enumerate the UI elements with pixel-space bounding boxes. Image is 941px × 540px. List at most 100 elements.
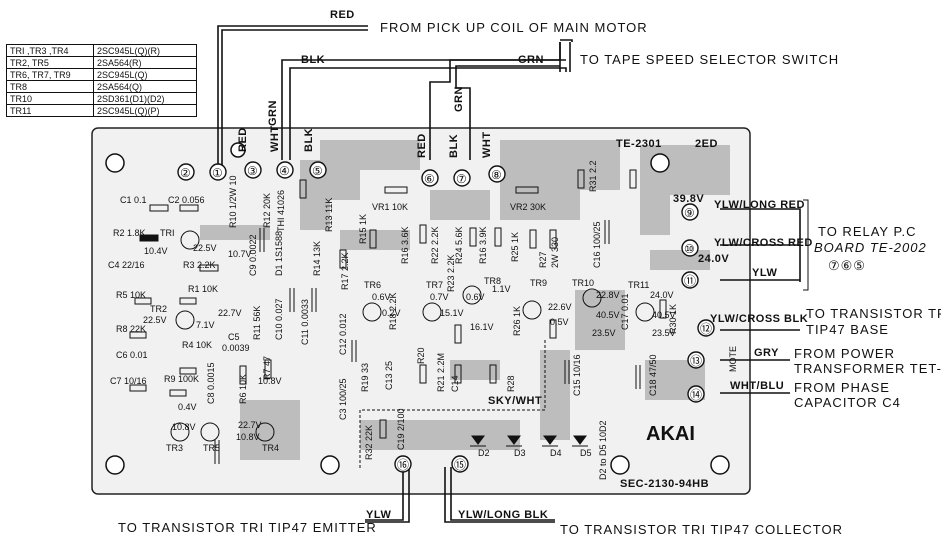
terminal-15: ⑮ [454,458,466,472]
part-label: C8 0.0015 [206,362,216,404]
part-label: R13 11K [324,198,334,232]
part-label: C15 10/16 [572,354,582,396]
transistors [170,230,655,442]
part-label: R25 1K [510,232,520,262]
voltage-label: 39.8V [673,193,704,205]
part-label: C14 [450,375,460,392]
external-wires [217,25,809,523]
terminal-8: ⑧ [491,168,502,182]
voltage-label: 15.1V [440,308,464,318]
annotation-pickup-coil: FROM PICK UP COIL OF MAIN MOTOR [380,20,648,35]
board-mote: MOTE [728,346,738,372]
part-label: R3 2.2K [183,260,216,270]
part-label: C5 [228,332,240,342]
part-label: R14 13K [312,241,322,276]
part-label: R17 2.2K [340,252,350,290]
wire-label-gry: GRY [754,347,779,359]
part-label: R9 100K [164,374,199,384]
sky-wht-route [359,340,546,470]
wire-label-red-2: RED [237,127,249,152]
wire-label-red-3: RED [416,133,428,158]
wire-label-grn-2: GRN [267,100,279,126]
terminal-2: ② [180,166,191,180]
voltage-label: 22.7V [218,308,242,318]
mounting-holes [105,142,730,475]
voltage-label: 40.5V [652,310,676,320]
part-label: TRI [160,228,175,238]
annotation-phase-2: CAPACITOR C4 [794,395,901,410]
part-label: C2 0.056 [168,195,205,205]
part-label: THI 41026 [276,190,286,232]
part-label: C11 0.0033 [300,299,310,345]
wire-label-wht-blu: WHT/BLU [730,380,784,392]
voltage-label: 0.7V [430,292,449,302]
terminal-4: ④ [279,164,290,178]
voltage-label: 0.4V [178,402,197,412]
part-label: R28 [506,375,516,392]
part-label: R30 1K [668,304,678,334]
voltage-label: 0.2V [382,308,401,318]
part-label: R10 1/2W 10 [228,175,238,228]
part-label: R12 20K [262,193,272,228]
part-label: TR7 [426,280,443,290]
part-label: 0.0039 [222,343,250,353]
part-label: C17 0.01 [620,293,630,330]
terminal-16: ⑯ [397,458,409,472]
annotation-relay-1: TO RELAY P.C [818,224,916,239]
voltage-label: 40.5V [596,310,620,320]
part-label: D2 [478,448,490,458]
part-label: R24 5.6K [454,226,464,264]
annotation-relay-3: ⑦⑥⑤ [828,258,866,273]
terminal-1: ① [212,166,223,180]
part-label: R21 2.2M [436,353,446,392]
part-label: R6 10K [238,374,248,404]
board-rev: 2ED [695,138,718,150]
part-label: R8 22K [116,324,146,334]
wire-label-wht-2: WHT [481,131,493,158]
part-label: R15 1K [358,214,368,244]
part-label: C10 0.027 [274,298,284,340]
wire-label-sky-wht: SKY/WHT [488,395,542,407]
part-label: C12 0.012 [338,313,348,355]
part-label: TR11 [628,280,649,290]
brand-logo: AKAI [646,423,695,445]
wire-label-blk: BLK [301,54,325,66]
part-label: D5 [580,448,592,458]
voltage-labels: 39.8V 24.0V 10.4V 22.5V 10.7V 22.5V 7.1V… [143,193,729,442]
part-labels: C1 0.1 C2 0.056 R2 1.8K C4 22/16 R3 2.2K… [108,160,678,480]
voltage-label: 10.8V [258,376,282,386]
wire-label-ylw: YLW [752,267,777,279]
wire-label-grn-3: GRN [453,86,465,112]
part-label: VR2 30K [510,202,546,212]
part-label: C13 25 [384,361,394,390]
annotation-emitter: TO TRANSISTOR TRI TIP47 EMITTER [118,520,377,535]
part-label: R22 2.2K [430,226,440,264]
part-label: R26 1K [512,306,522,336]
voltage-label: 10.8V [236,432,260,442]
part-label: TR2 [150,304,167,314]
voltage-label: 0.6V [466,292,485,302]
part-label: C4 22/16 [108,260,145,270]
part-label: C9 0.0022 [248,234,258,276]
part-label: C16 100/25 [592,221,602,268]
part-label: C18 47/50 [648,354,658,396]
voltage-label: 22.5V [193,243,217,253]
voltage-label: 0.5V [550,317,569,327]
part-label: D3 [514,448,526,458]
terminal-13: ⑬ [690,354,702,368]
terminal-6: ⑥ [424,172,435,186]
part-label: C6 0.01 [116,350,148,360]
part-label: TR6 [364,280,381,290]
part-label: R11 56K [252,306,262,340]
part-label: TR3 [166,443,183,453]
board-id: TE-2301 [616,138,662,150]
voltage-label: 7.1V [196,320,215,330]
part-label: R7 47 [262,356,272,380]
terminal-10: ⑩ [684,242,695,256]
annotation-collector: TO TRANSISTOR TRI TIP47 COLLECTOR [560,522,843,537]
voltage-label: 10.8V [172,422,196,432]
